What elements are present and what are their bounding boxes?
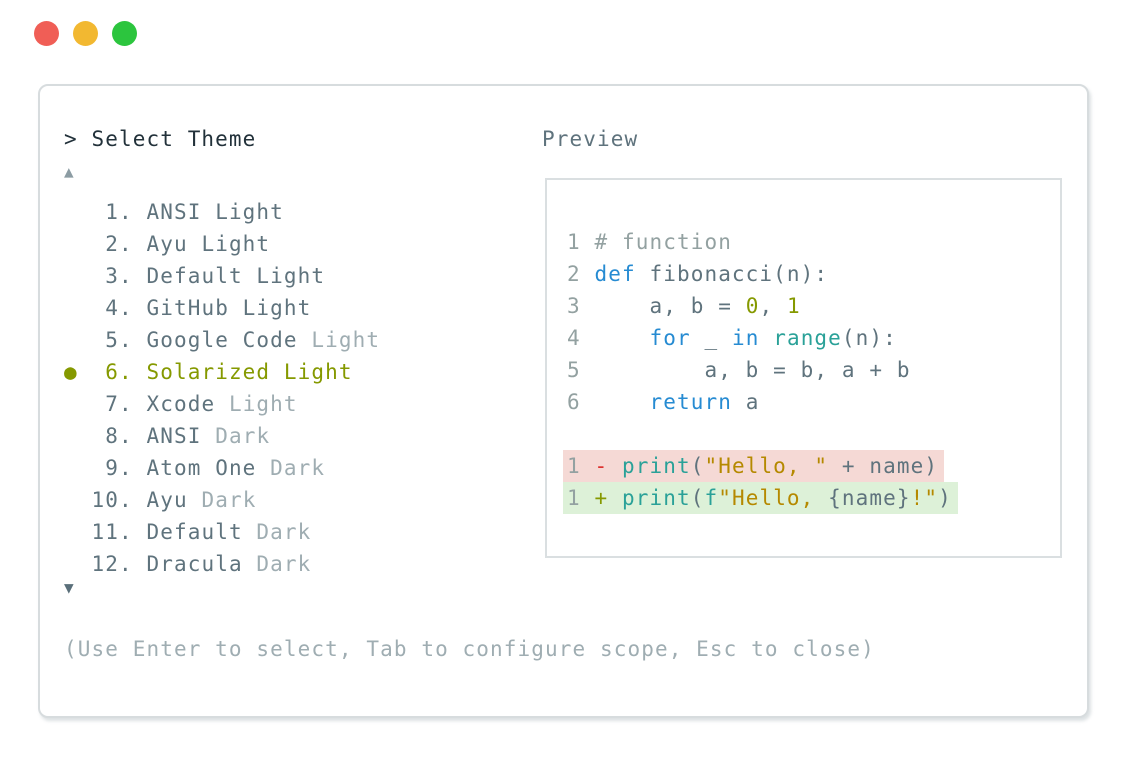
- code-line: 6 return a: [567, 390, 760, 414]
- diff-line-added: 1 + print(f"Hello, {name}!"): [563, 482, 958, 514]
- minimize-button[interactable]: [73, 21, 98, 46]
- item-variant: Dark: [242, 520, 312, 544]
- scroll-down-indicator[interactable]: ▼: [64, 578, 74, 597]
- item-label: ANSI Light: [146, 200, 284, 224]
- diff-highlight-added: 1 + print(f"Hello, {name}!"): [563, 482, 958, 514]
- item-label: Dracula: [146, 552, 243, 576]
- item-number: 2.: [91, 232, 147, 256]
- item-label: Xcode: [146, 392, 216, 416]
- diff-line-removed: 1 - print("Hello, " + name): [563, 450, 958, 482]
- theme-list-item[interactable]: 9. Atom One Dark: [64, 452, 380, 484]
- item-marker: [64, 456, 92, 480]
- item-label: Google Code: [146, 328, 298, 352]
- help-text: (Use Enter to select, Tab to configure s…: [64, 637, 875, 661]
- item-label: Solarized Light: [146, 360, 353, 384]
- theme-list-item[interactable]: 12. Dracula Dark: [64, 548, 380, 580]
- item-marker: [64, 328, 92, 352]
- item-variant: Light: [215, 392, 298, 416]
- item-label: Default: [146, 520, 243, 544]
- theme-list-item[interactable]: 7. Xcode Light: [64, 388, 380, 420]
- line-number: 1: [567, 230, 595, 254]
- item-variant: Dark: [201, 424, 271, 448]
- item-label: ANSI: [146, 424, 202, 448]
- item-marker: [64, 552, 92, 576]
- blank-line: [567, 418, 958, 450]
- select-theme-prompt: > Select Theme: [64, 127, 257, 151]
- line-number: 1: [567, 454, 595, 478]
- item-label: Atom One: [146, 456, 257, 480]
- close-button[interactable]: [34, 21, 59, 46]
- item-variant: Dark: [187, 488, 257, 512]
- item-number: 1.: [91, 200, 147, 224]
- theme-list-item[interactable]: 1. ANSI Light: [64, 196, 380, 228]
- theme-list-item[interactable]: 3. Default Light: [64, 260, 380, 292]
- line-number: 5: [567, 358, 595, 382]
- item-number: 12.: [91, 552, 147, 576]
- item-marker: [64, 200, 92, 224]
- code-line: 4 for _ in range(n):: [567, 326, 897, 350]
- item-label: Ayu Light: [146, 232, 271, 256]
- theme-list-item[interactable]: 10. Ayu Dark: [64, 484, 380, 516]
- item-number: 3.: [91, 264, 147, 288]
- item-marker: [64, 296, 92, 320]
- item-marker: [64, 392, 92, 416]
- item-label: Ayu: [146, 488, 188, 512]
- item-number: 11.: [91, 520, 147, 544]
- item-marker: [64, 232, 92, 256]
- line-number: 2: [567, 262, 595, 286]
- item-marker: [64, 424, 92, 448]
- line-number: 3: [567, 294, 595, 318]
- item-marker: [64, 520, 92, 544]
- diff-highlight-removed: 1 - print("Hello, " + name): [563, 450, 945, 482]
- item-number: 8.: [91, 424, 147, 448]
- theme-picker-panel: > Select Theme Preview ▲ 1. ANSI Light 2…: [38, 84, 1089, 718]
- scroll-up-indicator[interactable]: ▲: [64, 162, 74, 181]
- theme-list-item[interactable]: 8. ANSI Dark: [64, 420, 380, 452]
- item-marker: [64, 264, 92, 288]
- window-controls: [34, 21, 137, 46]
- code-preview: 1 # function 2 def fibonacci(n): 3 a, b = …: [563, 226, 958, 514]
- code-line: 1 # function: [567, 230, 732, 254]
- item-variant: Dark: [256, 456, 326, 480]
- code-line: 5 a, b = b, a + b: [567, 358, 911, 382]
- theme-list-item[interactable]: 5. Google Code Light: [64, 324, 380, 356]
- selected-item-bullet: ●: [64, 360, 92, 384]
- item-number: 5.: [91, 328, 147, 352]
- item-number: 6.: [91, 360, 147, 384]
- zoom-button[interactable]: [112, 21, 137, 46]
- preview-pane: 1 # function 2 def fibonacci(n): 3 a, b = …: [545, 178, 1062, 558]
- code-line: 2 def fibonacci(n):: [567, 262, 829, 286]
- item-number: 7.: [91, 392, 147, 416]
- theme-list: 1. ANSI Light 2. Ayu Light 3. Default Li…: [64, 196, 380, 580]
- item-number: 4.: [91, 296, 147, 320]
- line-number: 4: [567, 326, 595, 350]
- item-number: 10.: [91, 488, 147, 512]
- theme-list-item[interactable]: 11. Default Dark: [64, 516, 380, 548]
- item-variant: Dark: [242, 552, 312, 576]
- item-number: 9.: [91, 456, 147, 480]
- item-marker: [64, 488, 92, 512]
- item-label: GitHub Light: [146, 296, 312, 320]
- preview-label: Preview: [542, 127, 639, 151]
- theme-list-item[interactable]: 2. Ayu Light: [64, 228, 380, 260]
- theme-list-item[interactable]: 4. GitHub Light: [64, 292, 380, 324]
- theme-list-item[interactable]: ● 6. Solarized Light: [64, 356, 380, 388]
- line-number: 6: [567, 390, 595, 414]
- code-line: 3 a, b = 0, 1: [567, 294, 801, 318]
- item-label: Default Light: [146, 264, 326, 288]
- line-number: 1: [567, 486, 595, 510]
- item-variant: Light: [297, 328, 381, 352]
